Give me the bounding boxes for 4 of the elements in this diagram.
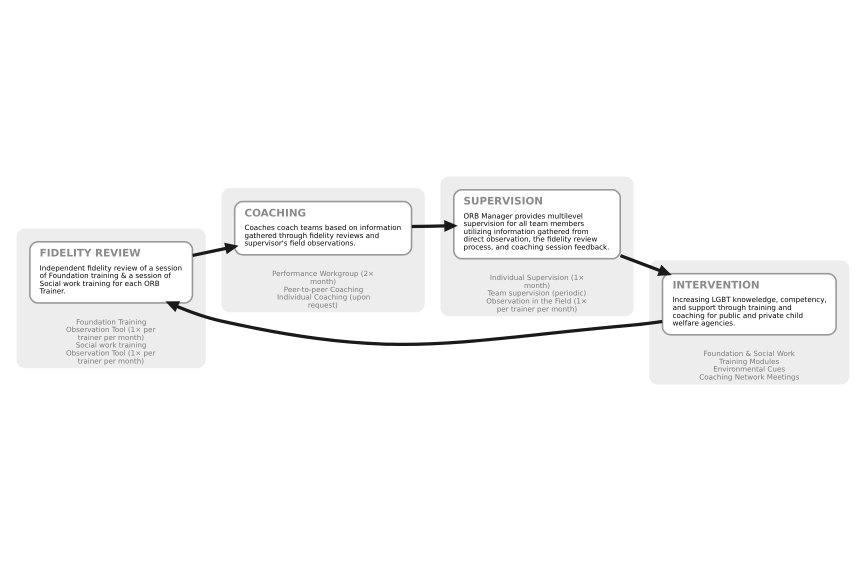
arrow xyxy=(620,254,672,276)
arrow xyxy=(165,301,662,346)
arrow xyxy=(192,242,239,257)
arrow xyxy=(412,220,458,232)
